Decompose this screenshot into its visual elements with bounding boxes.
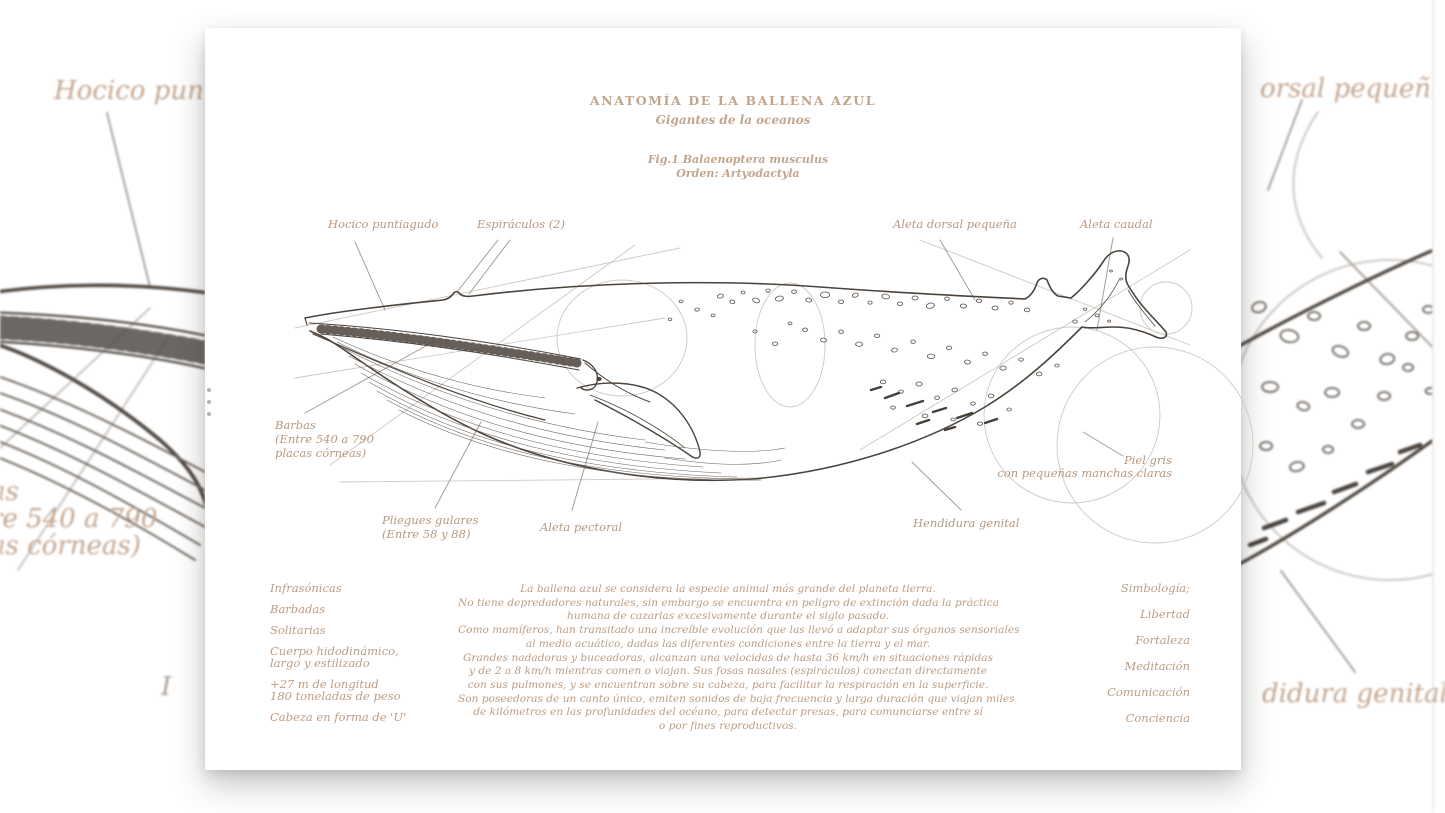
background-left-fragment: Hocico punti as re 540 a 790 as córnea xyxy=(0,0,205,813)
whale-line-art xyxy=(294,237,1254,544)
paragraph-line: Son poseedoras de un canto único, emiten… xyxy=(458,692,1015,705)
fact-item: +27 m de longitud xyxy=(270,677,379,691)
fact-item: Infrasónicas xyxy=(270,581,342,595)
dark-skin-streaks xyxy=(869,385,999,432)
figure-caption-line2: Orden: Artyodactyla xyxy=(676,167,800,180)
paragraph-line: con sus pulmones, y se encuentran sobre … xyxy=(467,678,989,691)
label-barbas: Barbas (Entre 540 a 790 placas córneas) xyxy=(275,418,374,460)
label-pliegues-gulares: Pliegues gulares (Entre 58 y 88) xyxy=(382,513,479,541)
whale-body-outline xyxy=(304,250,1168,482)
figure-caption-line1: Fig.1 Balaenoptera musculus xyxy=(647,153,829,166)
label-aleta-caudal: Aleta caudal xyxy=(1080,217,1153,231)
poster-card: ANATOMÍA DE LA BALLENA AZUL Gigantes de … xyxy=(205,28,1254,770)
fact-item: Cuerpo hidodinámico, xyxy=(270,644,399,658)
skin-mottling xyxy=(667,269,1123,426)
paragraph-line: o por fines reproductivos. xyxy=(658,720,798,733)
symbols-heading: Simbología; xyxy=(1120,581,1190,595)
label-piel-gris: Piel gris con pequeñas manchas claras xyxy=(997,453,1172,480)
poster-subtitle: Gigantes de la oceanos xyxy=(655,113,811,127)
throat-pleats xyxy=(332,336,786,481)
fact-item: Solitarias xyxy=(270,623,326,637)
bg-left-label: Hocico punti xyxy=(54,76,205,106)
paragraph-line: Grandes nadadoras y buceadoras, alcanzan… xyxy=(462,651,994,664)
whale-eye xyxy=(596,376,602,382)
label-hendidura-genital: Hendidura genital xyxy=(913,516,1020,530)
pectoral-fin xyxy=(576,382,701,459)
symbol-item: Comunicación xyxy=(1107,685,1190,699)
symbol-item: Libertad xyxy=(1140,607,1190,621)
bg-right-whale-sketch xyxy=(1240,0,1445,813)
bg-right-page-edge xyxy=(1433,0,1445,813)
symbols-column: Simbología; Libertad Fortaleza Meditació… xyxy=(1107,582,1190,725)
paragraph-line: y de 2 a 8 km/h mientras comen o viajan.… xyxy=(469,665,987,678)
paragraph-line: La ballena azul se considera la especie … xyxy=(520,583,936,595)
bg-left-text-3: as córneas) xyxy=(0,531,141,561)
symbol-item: Fortaleza xyxy=(1135,633,1190,647)
construction-geometry xyxy=(294,239,1254,544)
bg-right-label-bottom: didura genital xyxy=(1262,679,1445,709)
label-hocico-puntiagudo: Hocico puntiagudo xyxy=(328,217,439,231)
bg-right-label-top: orsal pequeña xyxy=(1260,74,1445,104)
paragraph-line: No tiene depredadores naturales, sin emb… xyxy=(458,596,999,609)
fact-item: 180 toneladas de peso xyxy=(270,689,401,703)
paragraph-line: humana de cazarlas excesivamente durante… xyxy=(567,610,889,623)
poster-header: ANATOMÍA DE LA BALLENA AZUL Gigantes de … xyxy=(205,93,1241,181)
bg-left-whale-sketch xyxy=(0,112,205,571)
paragraph-line: al medio acuático, dadas las diferentes … xyxy=(525,637,931,650)
symbol-item: Meditación xyxy=(1124,659,1190,673)
label-espiraculos: Espiráculos (2) xyxy=(477,217,565,231)
bg-left-text-2: re 540 a 790 xyxy=(0,504,158,534)
bg-left-small-mark: I xyxy=(161,672,172,702)
label-aleta-pectoral: Aleta pectoral xyxy=(540,520,623,534)
fact-item: largo y estilizado xyxy=(270,656,370,670)
poster-title: ANATOMÍA DE LA BALLENA AZUL xyxy=(589,93,877,108)
description-paragraph: La ballena azul se considera la especie … xyxy=(458,583,1020,734)
paragraph-line: de kilómetros en las profunidades del oc… xyxy=(473,706,983,719)
paragraph-line: Como mamíferos, han transitado una incre… xyxy=(458,624,1020,637)
fact-item: Barbadas xyxy=(270,602,326,616)
facts-column: Infrasónicas Barbadas Solitarias Cuerpo … xyxy=(270,582,406,724)
fact-item: Cabeza en forma de 'U' xyxy=(270,710,407,724)
bg-left-text-1: as xyxy=(0,477,19,507)
symbol-item: Conciencia xyxy=(1125,711,1190,725)
background-right-fragment: orsal pequeña xyxy=(1240,0,1445,813)
label-aleta-dorsal: Aleta dorsal pequeña xyxy=(893,217,1017,231)
